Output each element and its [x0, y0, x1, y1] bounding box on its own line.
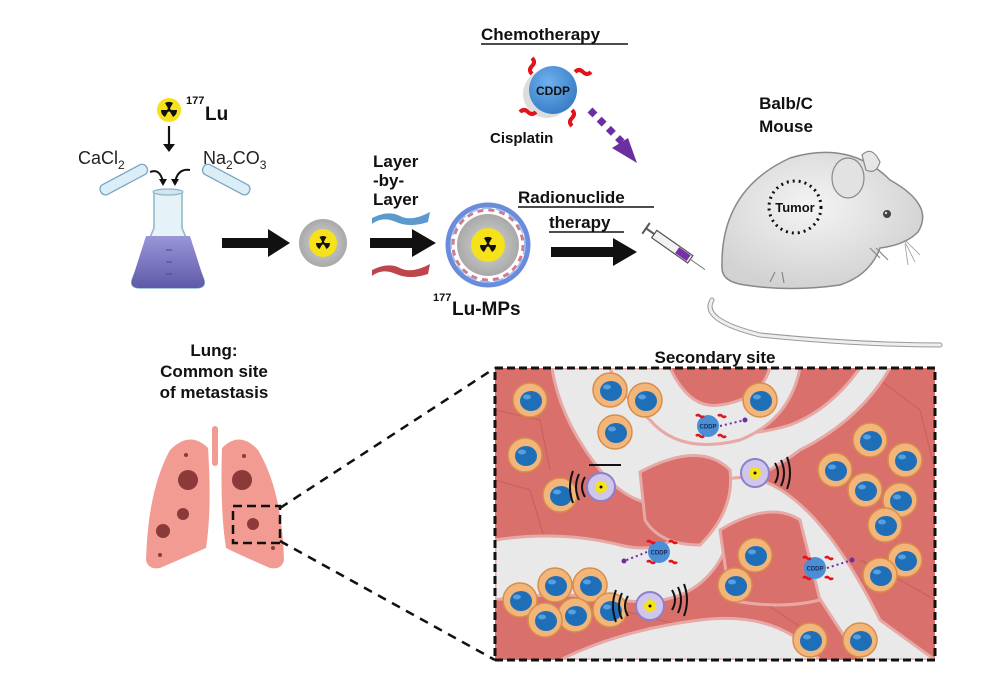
tumor-cell	[627, 382, 663, 418]
mouse-line1: Balb/C	[759, 94, 813, 113]
tumor-cell	[742, 382, 778, 418]
lung-line1: Lung:	[190, 341, 237, 360]
mp-name: Lu-MPs	[452, 299, 521, 320]
polymer-red-ribbon-icon	[372, 264, 430, 277]
isotope-mass: 177	[186, 95, 204, 107]
chemo-title: Chemotherapy	[481, 25, 601, 44]
tumor-cell	[792, 622, 828, 658]
test-tube-left-icon	[99, 163, 149, 196]
tumor-cell	[852, 422, 888, 458]
lbl-step-line3: Layer	[373, 190, 419, 209]
purple-dashed-arrow	[587, 107, 637, 163]
tumor-cell	[717, 567, 753, 603]
secondary-site-frame	[493, 366, 937, 662]
tumor-cell	[867, 507, 903, 543]
tumor-cell	[847, 472, 883, 508]
tumor-cell	[842, 622, 878, 658]
cddp-label: CDDP	[699, 425, 716, 431]
cddp-label: CDDP	[806, 567, 823, 573]
lu-microparticle-icon	[445, 202, 531, 288]
lbl-step-line1: Layer	[373, 152, 419, 171]
mouse-icon	[707, 150, 943, 348]
flask-icon	[130, 188, 206, 289]
radiation-wave-icon	[569, 470, 586, 504]
cisplatin-label: Cisplatin	[490, 130, 553, 147]
therapy-agents: CDDP CDDP CDDP	[569, 413, 855, 623]
mp-mass: 177	[433, 292, 451, 304]
radiation-wave-icon	[612, 589, 629, 623]
tumor-cell	[537, 567, 573, 603]
radiation-symbol-icon	[157, 98, 181, 122]
tumor-cell	[502, 582, 538, 618]
tumor-cell	[817, 452, 853, 488]
tumor-cell	[542, 477, 578, 513]
cddp-drug-icon: CDDP	[695, 413, 748, 439]
lung-line3: of metastasis	[160, 383, 269, 402]
process-arrow-1	[222, 229, 290, 257]
lu-microparticle-icon	[586, 472, 616, 502]
cddp-drug-icon	[518, 56, 593, 128]
secondary-site-panel	[495, 368, 935, 660]
lung-line2: Common site	[160, 362, 268, 381]
process-arrow-3	[551, 238, 637, 266]
tumor-cell	[572, 567, 608, 603]
tumor-cell	[592, 592, 628, 628]
tumor-cell	[512, 382, 548, 418]
zoom-line-top	[279, 366, 496, 510]
tumor-cell	[507, 437, 543, 473]
mouse-line2: Mouse	[759, 117, 813, 136]
secondary-title: Secondary site	[655, 348, 776, 367]
cddp-drug-icon: CDDP	[802, 555, 855, 581]
radio-line1: Radionuclide	[518, 188, 625, 207]
syringe-icon	[641, 222, 706, 271]
lbl-step-line2: -by-	[373, 171, 404, 190]
tumor-cell	[887, 442, 923, 478]
core-particle-icon	[299, 219, 347, 267]
tumor-cell	[592, 372, 628, 408]
lung-icon	[146, 426, 284, 569]
lu-microparticle-icon	[740, 458, 770, 488]
process-arrow-2	[370, 229, 436, 257]
radiation-wave-icon	[774, 456, 791, 490]
tumor-cell-cluster	[502, 372, 923, 658]
cddp-drug-icon: CDDP	[621, 539, 678, 565]
tumor-label: Tumor	[775, 200, 814, 215]
cddp-label: CDDP	[536, 84, 570, 98]
down-arrow-head	[163, 144, 175, 152]
tumor-cell	[597, 414, 633, 450]
polymer-blue-ribbon-icon	[372, 212, 430, 225]
tumor-cell	[557, 597, 593, 633]
tumor-cell	[737, 537, 773, 573]
test-tube-right-icon	[201, 163, 251, 196]
tumor-cell	[527, 602, 563, 638]
radio-line2: therapy	[549, 213, 611, 232]
lu-microparticle-icon	[635, 591, 665, 621]
isotope-symbol: Lu	[205, 104, 228, 125]
reagent-cacl2: CaCl2	[78, 148, 125, 172]
zoom-line-bottom	[279, 539, 496, 662]
radiation-wave-icon	[671, 583, 688, 617]
cddp-label: CDDP	[650, 551, 667, 557]
reagent-na2co3: Na2CO3	[203, 148, 267, 172]
tumor-cell	[862, 557, 898, 593]
